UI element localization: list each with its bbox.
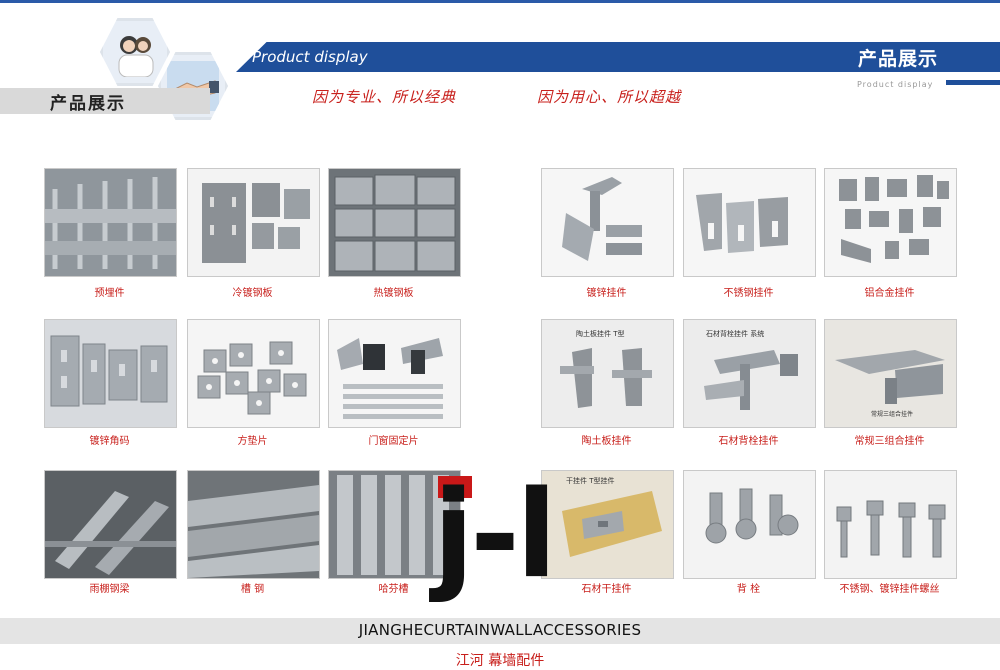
caption-embedded-plate: 预埋件 (94, 288, 125, 299)
canopy-beam-icon (45, 471, 176, 578)
stone-dry-hanger-icon: 干挂件 T型挂件 (542, 471, 673, 578)
product-card-square-washer[interactable] (187, 319, 320, 428)
header-blue-bar (236, 42, 1000, 72)
product-card-stone-back-bolt-hanger[interactable]: 石材背栓挂件 系统 (683, 319, 816, 428)
square-washer-icon (188, 320, 319, 427)
three-combo-hanger-icon: 常规三组合挂件 (825, 320, 956, 427)
caption-hot-galvanized-plate: 热镀钢板 (373, 288, 414, 299)
product-card-back-bolt[interactable] (683, 470, 816, 579)
caption-canopy-beam: 雨棚钢梁 (89, 584, 130, 595)
caption-stainless-hanger: 不锈钢挂件 (723, 288, 774, 299)
product-card-canopy-beam[interactable] (44, 470, 177, 579)
product-card-window-fixing-plate[interactable] (328, 319, 461, 428)
embedded-plate-icon (45, 169, 176, 276)
product-card-aluminum-hanger[interactable] (824, 168, 957, 277)
aluminum-hanger-icon (825, 169, 956, 276)
caption-angle-bracket: 镀锌角码 (89, 436, 130, 447)
header-bar-text: Product display (252, 48, 368, 66)
product-card-embedded-plate[interactable] (44, 168, 177, 277)
caption-square-washer: 方垫片 (237, 436, 268, 447)
brand-logo: j-l (433, 466, 557, 605)
product-card-terracotta-hanger[interactable]: 陶土板挂件 T型 (541, 319, 674, 428)
product-card-hot-galvanized-plate[interactable] (328, 168, 461, 277)
footer-chinese-name: 江河 幕墙配件 (455, 653, 545, 669)
stone-back-bolt-hanger-icon: 石材背栓挂件 系统 (684, 320, 815, 427)
right-subtitle-bar (946, 80, 1000, 85)
footer-english-name: JIANGHECURTAINWALLACCESSORIES (358, 621, 642, 639)
window-fixing-plate-icon (329, 320, 460, 427)
steel-plate-stack-icon (329, 169, 460, 276)
galvanized-hanger-icon (542, 169, 673, 276)
terracotta-hanger-icon: 陶土板挂件 T型 (542, 320, 673, 427)
back-bolt-icon (684, 471, 815, 578)
terracotta-inset-label: 陶土板挂件 T型 (576, 329, 625, 338)
product-card-galvanized-hanger[interactable] (541, 168, 674, 277)
stone-dry-inset-label: 干挂件 T型挂件 (566, 476, 615, 485)
caption-window-fixing-plate: 门窗固定片 (368, 436, 419, 447)
caption-galvanized-hanger: 镀锌挂件 (586, 288, 627, 299)
product-card-stone-dry-hanger[interactable]: 干挂件 T型挂件 (541, 470, 674, 579)
caption-aluminum-hanger: 铝合金挂件 (864, 288, 915, 299)
customer-service-icon (100, 18, 170, 86)
caption-stone-dry-hanger: 石材干挂件 (581, 584, 632, 595)
steel-plate-icon (188, 169, 319, 276)
product-card-three-combo-hanger[interactable]: 常规三组合挂件 (824, 319, 957, 428)
stainless-hanger-icon (684, 169, 815, 276)
logo-red-block (438, 476, 472, 498)
product-card-cold-galvanized-plate[interactable] (187, 168, 320, 277)
caption-bolt-screw: 不锈钢、镀锌挂件螺丝 (839, 584, 940, 595)
slogan-professional: 因为专业、所以经典 (312, 88, 457, 106)
stone-back-bolt-inset-label: 石材背栓挂件 系统 (706, 329, 764, 338)
left-page-title: 产品展示 (50, 94, 126, 114)
product-card-channel-steel[interactable] (187, 470, 320, 579)
footer-band (0, 618, 1000, 644)
top-accent-line (0, 0, 1000, 3)
caption-halfen-channel: 哈芬槽 (378, 584, 409, 595)
right-page-title: 产品展示 (857, 48, 938, 70)
product-card-angle-bracket[interactable] (44, 319, 177, 428)
right-page-subtitle: Product display (857, 80, 934, 89)
left-title-band (0, 88, 210, 114)
caption-three-combo-hanger: 常规三组合挂件 (854, 436, 925, 447)
angle-bracket-icon (45, 320, 176, 427)
caption-cold-galvanized-plate: 冷镀钢板 (232, 288, 273, 299)
product-card-stainless-hanger[interactable] (683, 168, 816, 277)
caption-stone-back-bolt-hanger: 石材背栓挂件 (718, 436, 779, 447)
slogan-dedicated: 因为用心、所以超越 (537, 88, 682, 106)
three-combo-inset-label: 常规三组合挂件 (871, 410, 913, 418)
caption-channel-steel: 槽 钢 (240, 584, 265, 595)
caption-terracotta-hanger: 陶土板挂件 (581, 436, 632, 447)
product-card-bolt-screw[interactable] (824, 470, 957, 579)
caption-back-bolt: 背 栓 (736, 584, 761, 595)
bolt-screw-icon (825, 471, 956, 578)
channel-steel-icon (188, 471, 319, 578)
